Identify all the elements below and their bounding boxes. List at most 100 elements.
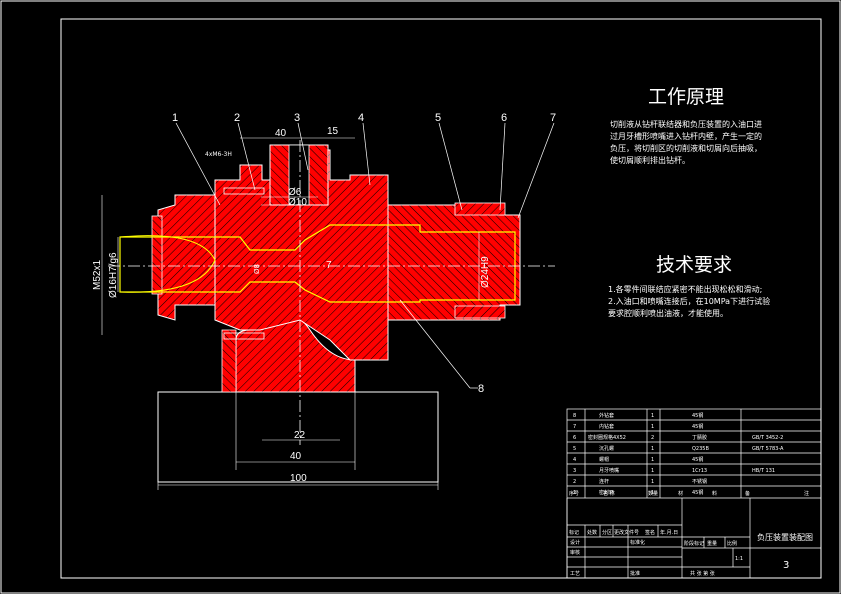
lbl-sign: 签名 [645,529,655,536]
parts-table: 8 外钻套 1 45钢 7 内钻套 1 45钢 6 密封圈规格4X52 2 丁腈… [573,412,784,496]
right-sleeve [387,204,521,321]
lbl-date: 年.月.日 [660,529,678,536]
row-6-std: GB/T 3452-2 [752,435,783,441]
left-drill-rod [119,235,216,293]
lbl-zone: 分区 [602,529,612,536]
leader-2: 2 [234,112,240,124]
dim-m52: M52x1 [92,260,103,290]
lbl-process: 工艺 [570,571,580,577]
lbl-design: 设计 [570,539,580,546]
lbl-weight: 重量 [707,540,717,547]
bore [119,224,516,303]
hdr-qty: 数量 [648,490,658,497]
bolt-top [223,187,265,195]
assembly-drawing [101,122,555,490]
dim-7: 7 [326,260,332,271]
row-3-no: 3 [573,468,576,474]
row-4-qty: 1 [651,457,654,463]
row-2-mat: 不锈钢 [692,478,707,485]
leaders [175,122,555,389]
central-body [214,149,401,361]
row-2-qty: 1 [651,479,654,485]
row-1-no: 1 [573,490,576,496]
lbl-scale-value: 1:1 [735,556,743,562]
row-5-qty: 1 [651,446,654,452]
row-8-qty: 1 [651,413,654,419]
leader-4: 4 [358,112,364,124]
requirements-title: 技术要求 [656,254,732,276]
row-7-name: 内钻套 [599,423,614,430]
dim-100: 100 [290,473,307,484]
row-5-name: 沉孔螺 [599,445,614,452]
lbl-check: 审核 [570,549,580,556]
row-6-qty: 2 [651,435,654,441]
dim-40-top: 40 [275,128,287,139]
row-1-name: 密封环 [599,489,614,496]
row-7-no: 7 [573,424,576,430]
drawing-title: 负压装置装配图 [757,532,813,542]
leader-7: 7 [550,112,556,124]
requirements-line-2: 2.入油口和喷嘴连接后，在10MPa下进行试验 [608,296,770,306]
lbl-approve: 批准 [630,570,640,577]
row-3-qty: 1 [651,468,654,474]
requirements-line-3: 要求腔顺利喷出油液，才能使用。 [608,308,728,318]
row-8-no: 8 [573,413,576,419]
hdr-note2: 注 [804,490,809,497]
principle-line-4: 使切屑顺利排出钻杆。 [610,155,690,165]
dim-15-top: 15 [327,126,339,137]
row-7-qty: 1 [651,424,654,430]
sleeve-end-bottom [454,305,506,319]
dim-thread: 4xM6-3H [205,151,232,158]
sheet-number: 3 [783,560,789,571]
row-2-no: 2 [573,479,576,485]
lbl-scale: 比例 [727,540,737,547]
row-5-mat: Q235B [692,446,709,452]
row-7-mat: 45钢 [692,423,703,430]
row-3-mat: 1Cr13 [692,468,707,474]
hdr-mat2: 料 [712,490,717,497]
row-1-mat: 45钢 [692,489,703,496]
inner-border [60,18,822,579]
row-4-name: 螺帽 [599,456,609,463]
bolt-bottom [223,332,265,340]
row-6-no: 6 [573,435,576,441]
dim-16: Ø16H7/g6 [108,252,119,298]
hdr-name: 名 称 [603,490,615,497]
dim-40-base: 40 [290,451,302,462]
row-6-name: 密封圈规格4X52 [588,434,626,441]
lbl-count: 处数 [587,529,597,536]
row-4-mat: 45钢 [692,456,703,463]
row-3-name: 月牙喷嘴 [599,467,619,474]
dimension-lines [101,137,480,490]
dim-22: 22 [294,430,306,441]
row-5-std: GB/T 5783-A [752,446,784,452]
sleeve-end [454,202,506,216]
lbl-footer: 共 张 第 张 [690,570,715,577]
row-8-mat: 45钢 [692,412,703,419]
dim-24: Ø24H9 [480,256,491,288]
dim-10: Ø10 [288,197,307,208]
lbl-stage: 阶段标记 [684,540,704,547]
leader-3: 3 [294,112,300,124]
row-4-no: 4 [573,457,576,463]
title-block-lines [566,408,822,579]
principle-line-2: 过月牙槽形喷嘴进入钻杆内壁，产生一定的 [610,131,762,141]
principle-line-1: 切削液从钻杆联结器和负压装置的入油口进 [610,119,762,129]
lbl-standard: 标准化 [630,539,645,546]
requirements-line-1: 1.各零件间联结应紧密不能出现松松和滑动; [608,284,762,294]
left-flange [157,194,216,321]
hdr-note1: 备 [745,490,750,497]
row-6-mat: 丁腈胶 [692,434,707,441]
leader-1: 1 [172,112,178,124]
row-2-name: 连杆 [599,478,609,485]
lbl-change: 更改文件号 [614,529,639,536]
dim-86: Ø6 [288,187,302,198]
row-1-qty: 1 [651,490,654,496]
leader-5: 5 [435,112,441,124]
row-3-std: HB/T 131 [752,468,775,474]
row-5-no: 5 [573,446,576,452]
lbl-mark: 标记 [569,529,579,536]
principle-line-3: 负压，将切削区的切削液和切屑向后抽吸， [610,143,762,153]
